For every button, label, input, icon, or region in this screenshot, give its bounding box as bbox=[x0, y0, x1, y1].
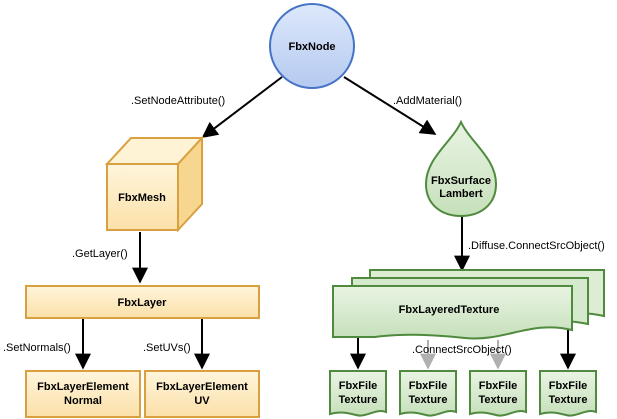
file-texture-3-line2: Texture bbox=[479, 394, 518, 406]
fbx-layer-element-normal: FbxLayerElement Normal bbox=[25, 370, 141, 418]
layer-element-uv-line2: UV bbox=[194, 395, 210, 407]
file-texture-3-line1: FbxFile bbox=[479, 380, 518, 392]
fbx-layered-texture: FbxLayeredTexture bbox=[332, 269, 605, 340]
fbx-node: FbxNode bbox=[269, 3, 355, 89]
fbx-mesh-label: FbxMesh bbox=[118, 192, 166, 204]
file-texture-4-line2: Texture bbox=[549, 394, 588, 406]
layer-element-normal-line1: FbxLayerElement bbox=[37, 381, 129, 393]
label-diffuse-connect: .Diffuse.ConnectSrcObject() bbox=[468, 240, 605, 252]
layer-element-uv-line1: FbxLayerElement bbox=[156, 381, 248, 393]
edge-labels: .SetNodeAttribute() .AddMaterial() .GetL… bbox=[3, 95, 605, 356]
fbx-surface-lambert: FbxSurface Lambert bbox=[424, 119, 498, 218]
fbx-file-texture-1: FbxFile Texture bbox=[329, 370, 387, 417]
file-texture-4-line1: FbxFile bbox=[549, 380, 588, 392]
edge-node-to-surface bbox=[343, 76, 437, 135]
edge-node-to-mesh bbox=[201, 76, 283, 138]
file-texture-2-line2: Texture bbox=[409, 394, 448, 406]
label-set-node-attribute: .SetNodeAttribute() bbox=[131, 95, 225, 107]
file-texture-1-line1: FbxFile bbox=[339, 380, 378, 392]
label-set-normals: .SetNormals() bbox=[3, 342, 71, 354]
fbx-node-label: FbxNode bbox=[288, 41, 335, 53]
fbx-file-texture-4: FbxFile Texture bbox=[539, 370, 597, 417]
label-set-uvs: .SetUVs() bbox=[143, 342, 191, 354]
label-connect-src-object: .ConnectSrcObject() bbox=[412, 344, 512, 356]
label-get-layer: .GetLayer() bbox=[72, 248, 128, 260]
file-texture-1-line2: Texture bbox=[339, 394, 378, 406]
edges bbox=[75, 76, 576, 370]
fbx-surface-label-line2: Lambert bbox=[439, 188, 483, 200]
fbx-mesh: FbxMesh bbox=[104, 135, 205, 233]
fbx-layered-texture-label: FbxLayeredTexture bbox=[399, 304, 500, 316]
fbx-surface-label-line1: FbxSurface bbox=[431, 175, 491, 187]
fbx-layer-label: FbxLayer bbox=[118, 297, 168, 309]
fbx-layer-element-uv: FbxLayerElement UV bbox=[144, 370, 260, 418]
fbx-file-texture-2: FbxFile Texture bbox=[399, 370, 457, 417]
layer-element-normal-line2: Normal bbox=[64, 395, 102, 407]
label-add-material: .AddMaterial() bbox=[393, 95, 462, 107]
fbx-layer: FbxLayer bbox=[25, 285, 260, 319]
fbx-file-texture-3: FbxFile Texture bbox=[469, 370, 527, 417]
file-texture-2-line1: FbxFile bbox=[409, 380, 448, 392]
